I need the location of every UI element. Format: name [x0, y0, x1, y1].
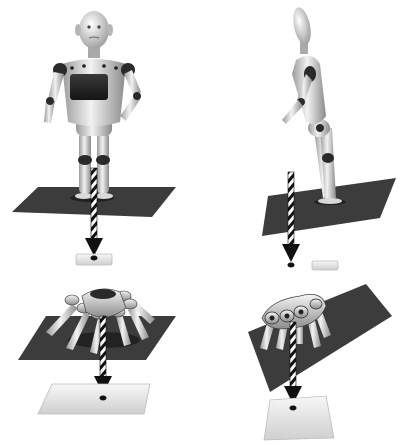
force-vector-shaft — [100, 316, 106, 378]
left-elbow-joint — [46, 97, 54, 105]
torso-bolt — [102, 64, 106, 68]
force-vector-shaft — [290, 322, 296, 390]
knee-joint — [322, 153, 334, 163]
left-eye — [87, 25, 90, 28]
foot — [318, 198, 342, 204]
leg-joint-center — [299, 310, 304, 315]
force-vector-shaft — [288, 172, 294, 246]
force-plate — [38, 384, 150, 414]
leg-joint — [310, 299, 322, 309]
chest-screen — [70, 74, 108, 100]
contact-point — [91, 256, 98, 261]
torso-bolt — [114, 66, 118, 70]
panel-humanoid-front — [12, 11, 176, 265]
hexapod-top-hatch — [90, 289, 116, 299]
left-knee-joint — [78, 155, 92, 165]
torso-bolt — [82, 64, 86, 68]
leg-joint-center — [270, 316, 275, 321]
left-foot — [75, 193, 93, 199]
panel-humanoid-side-leaning — [262, 6, 396, 270]
force-plate — [264, 396, 334, 440]
right-elbow-joint — [133, 92, 141, 100]
contact-point — [290, 406, 297, 411]
contact-point — [100, 396, 107, 401]
hip-joint — [316, 124, 324, 132]
contact-point — [288, 263, 295, 268]
force-arrowhead — [282, 244, 300, 262]
panel-hexapod-tilted — [248, 284, 392, 440]
leg-joint — [65, 295, 79, 305]
head — [290, 6, 314, 46]
force-vector-shaft — [91, 168, 97, 242]
leg-joint-center — [285, 314, 290, 319]
right-upper-arm — [124, 70, 141, 96]
right-ear — [107, 24, 113, 36]
forearm — [282, 100, 303, 124]
force-plate — [312, 261, 338, 270]
panel-hexapod-flat — [18, 289, 176, 414]
right-knee-joint — [96, 155, 110, 165]
force-arrowhead — [85, 238, 103, 256]
right-foot — [95, 193, 113, 199]
torso-bolt — [70, 66, 74, 70]
head — [79, 11, 109, 49]
right-eye — [97, 25, 100, 28]
left-ear — [75, 24, 81, 36]
torso — [292, 56, 326, 124]
